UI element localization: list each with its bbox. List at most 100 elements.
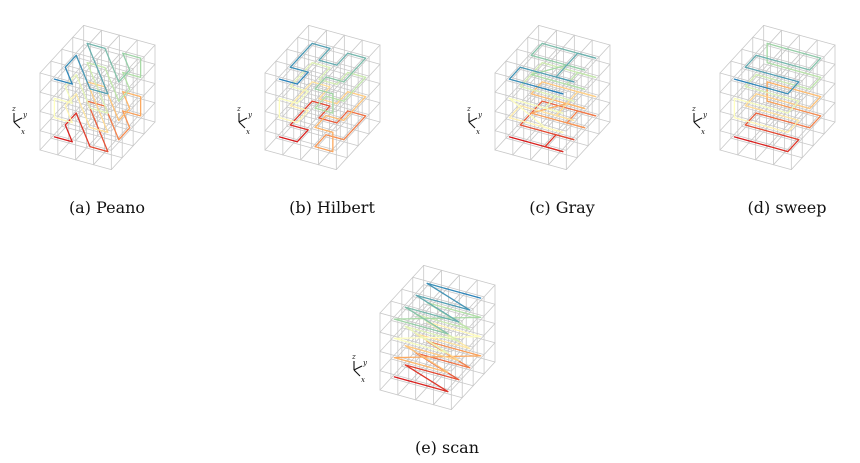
curve-segment: [86, 62, 95, 81]
curve-segment: [354, 76, 367, 90]
curve-segment: [548, 117, 586, 129]
grid-line: [565, 63, 611, 113]
grid-line: [72, 94, 145, 116]
grid-line: [297, 36, 370, 58]
curve-segment: [411, 342, 431, 349]
grid-line: [335, 63, 381, 113]
grid-line: [75, 34, 120, 84]
curve-segment: [809, 115, 822, 129]
grid-line: [530, 54, 575, 103]
curve-segment: [769, 126, 789, 133]
grid-line: [530, 34, 575, 84]
curve-segment: [111, 102, 120, 122]
curve-segment: [451, 342, 471, 350]
curve-segment: [508, 105, 521, 119]
curve-segment: [802, 91, 822, 98]
curve-path: [278, 42, 367, 153]
curve-segment: [89, 88, 109, 95]
curve-segment: [53, 136, 73, 143]
x-axis-label: x: [361, 376, 365, 384]
grid-line: [318, 39, 363, 89]
curve-segment: [343, 69, 356, 83]
curve-segment: [64, 54, 77, 68]
curve-segment: [433, 357, 453, 364]
curve-segment: [429, 386, 449, 393]
scan-curve-cube: [379, 264, 496, 411]
curve-segment: [577, 91, 597, 98]
curve-segment: [791, 64, 811, 71]
curve-segment: [762, 90, 782, 97]
curve-segment: [433, 318, 453, 326]
grid-line: [527, 113, 600, 135]
curve-segment: [347, 91, 367, 98]
curve-segment: [440, 354, 460, 362]
grid-line: [752, 75, 825, 96]
peano-curve-cube: [39, 24, 156, 171]
curve-segment: [314, 126, 334, 133]
grid-line: [300, 54, 345, 103]
curve-segment: [791, 83, 811, 90]
curve-segment: [802, 71, 822, 79]
curve-segment: [773, 98, 793, 105]
curve-segment: [325, 95, 345, 102]
x-axis-arrow: [238, 121, 246, 129]
curve-segment: [555, 52, 579, 78]
curve-segment: [415, 294, 460, 323]
curve-segment: [336, 91, 349, 105]
y-axis-label: y: [702, 111, 708, 119]
curve-segment: [744, 112, 757, 126]
grid-line: [752, 94, 825, 116]
grid-line: [752, 56, 825, 77]
curve-segment: [111, 122, 120, 141]
grid-line: [752, 113, 825, 135]
curve-segment: [122, 91, 142, 98]
curve-segment: [111, 64, 120, 83]
curve-segment: [393, 376, 413, 383]
curve-segment: [426, 282, 446, 289]
curve-segment: [393, 356, 413, 364]
curve-segment: [751, 121, 771, 129]
curve-segment: [347, 71, 367, 79]
curve-segment: [82, 129, 91, 148]
grid-line: [538, 82, 611, 104]
curve-segment: [544, 146, 564, 153]
curve-segment: [314, 114, 327, 129]
curve-segment: [791, 122, 811, 129]
curve-segment: [462, 331, 482, 338]
grid-line: [93, 58, 138, 108]
curve-segment: [314, 76, 327, 90]
curve-segment: [755, 93, 775, 100]
curve-segment: [343, 127, 356, 141]
curve-segment: [530, 73, 550, 81]
curve-segment: [300, 100, 313, 114]
curve-segment: [411, 361, 431, 369]
grid-line: [538, 44, 611, 65]
curve-segment: [537, 109, 575, 122]
curve-segment: [744, 124, 764, 131]
z-axis-label: z: [466, 105, 471, 113]
curve-segment: [780, 76, 800, 83]
curve-segment: [404, 306, 424, 313]
curve-segment: [354, 95, 367, 110]
grid-line: [548, 58, 593, 108]
grid-line: [433, 298, 478, 348]
curve-segment: [733, 78, 753, 85]
curve-segment: [444, 287, 464, 294]
curve-segment: [422, 349, 442, 357]
curve-segment: [415, 294, 435, 301]
grid-line: [763, 24, 836, 46]
y-axis-label: y: [362, 359, 368, 367]
grid-line: [548, 39, 593, 89]
grid-line: [300, 34, 345, 84]
grid-line: [415, 274, 460, 324]
curve-segment: [444, 306, 464, 314]
grid-line: [423, 284, 496, 305]
curve-segment: [393, 355, 482, 359]
curve-segment: [429, 347, 449, 354]
curve-segment: [530, 81, 543, 95]
curve-segment: [809, 76, 822, 90]
curve-segment: [289, 73, 302, 88]
grid-line: [83, 82, 156, 104]
